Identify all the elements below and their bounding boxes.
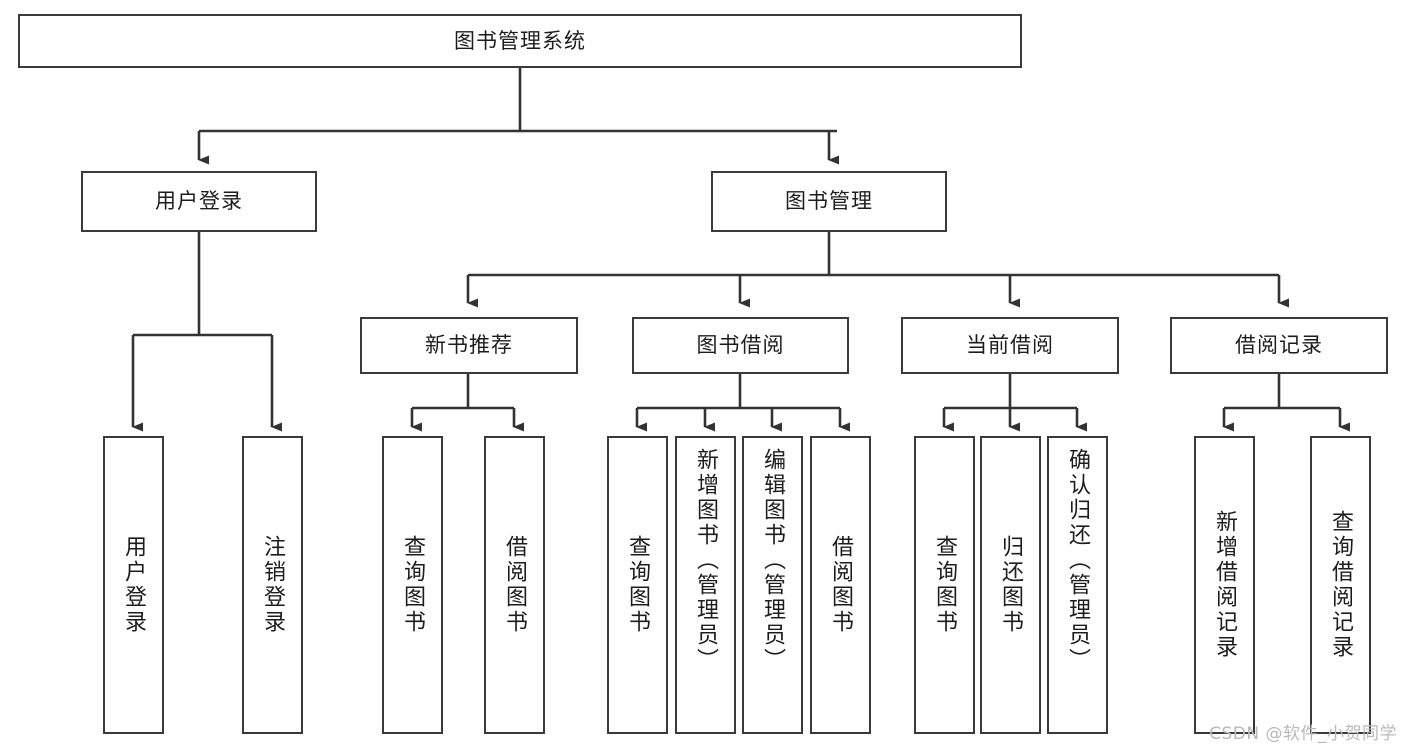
leaf-borrow-book-a[interactable]: 借阅图书 — [484, 436, 545, 734]
leaf-query-book-c-label: 查询图书 — [932, 535, 958, 635]
node-new-book-recommend-label: 新书推荐 — [425, 333, 513, 358]
leaf-user-logout-label: 注销登录 — [260, 535, 286, 635]
leaf-query-book-b[interactable]: 查询图书 — [607, 436, 668, 734]
leaf-query-borrow-record-label: 查询借阅记录 — [1328, 510, 1354, 660]
leaf-add-book[interactable]: 新增图书（管理员） — [675, 436, 736, 734]
leaf-add-borrow-record[interactable]: 新增借阅记录 — [1194, 436, 1255, 734]
node-book-borrow[interactable]: 图书借阅 — [632, 317, 849, 374]
node-book-manage-label: 图书管理 — [785, 189, 873, 214]
leaf-borrow-book-b-label: 借阅图书 — [828, 535, 854, 635]
node-user-login-label: 用户登录 — [155, 189, 243, 214]
leaf-confirm-return[interactable]: 确认归还（管理员） — [1047, 436, 1108, 734]
node-borrow-record-label: 借阅记录 — [1235, 333, 1323, 358]
leaf-edit-book[interactable]: 编辑图书（管理员） — [742, 436, 803, 734]
node-book-manage[interactable]: 图书管理 — [711, 171, 947, 232]
leaf-user-login[interactable]: 用户登录 — [103, 436, 164, 734]
leaf-return-book-label: 归还图书 — [998, 535, 1024, 635]
leaf-confirm-return-label: 确认归还（管理员） — [1065, 448, 1091, 673]
node-borrow-record[interactable]: 借阅记录 — [1170, 317, 1388, 374]
node-user-login[interactable]: 用户登录 — [81, 171, 317, 232]
leaf-user-logout[interactable]: 注销登录 — [242, 436, 303, 734]
node-root-label: 图书管理系统 — [454, 28, 586, 53]
leaf-query-book-b-label: 查询图书 — [625, 535, 651, 635]
leaf-add-book-label: 新增图书（管理员） — [693, 448, 719, 673]
node-current-borrow-label: 当前借阅 — [966, 333, 1054, 358]
leaf-query-borrow-record[interactable]: 查询借阅记录 — [1310, 436, 1371, 734]
node-book-borrow-label: 图书借阅 — [696, 333, 785, 358]
leaf-query-book-a[interactable]: 查询图书 — [382, 436, 443, 734]
leaf-return-book[interactable]: 归还图书 — [980, 436, 1041, 734]
watermark-text: CSDN @软件_小贺同学 — [1209, 724, 1397, 744]
leaf-edit-book-label: 编辑图书（管理员） — [760, 448, 786, 673]
leaf-add-borrow-record-label: 新增借阅记录 — [1212, 510, 1238, 660]
node-current-borrow[interactable]: 当前借阅 — [901, 317, 1119, 374]
node-root[interactable]: 图书管理系统 — [18, 14, 1022, 68]
leaf-user-login-label: 用户登录 — [121, 535, 147, 635]
leaf-borrow-book-a-label: 借阅图书 — [502, 535, 528, 635]
leaf-query-book-a-label: 查询图书 — [400, 535, 426, 635]
node-new-book-recommend[interactable]: 新书推荐 — [360, 317, 578, 374]
leaf-borrow-book-b[interactable]: 借阅图书 — [810, 436, 871, 734]
leaf-query-book-c[interactable]: 查询图书 — [914, 436, 975, 734]
